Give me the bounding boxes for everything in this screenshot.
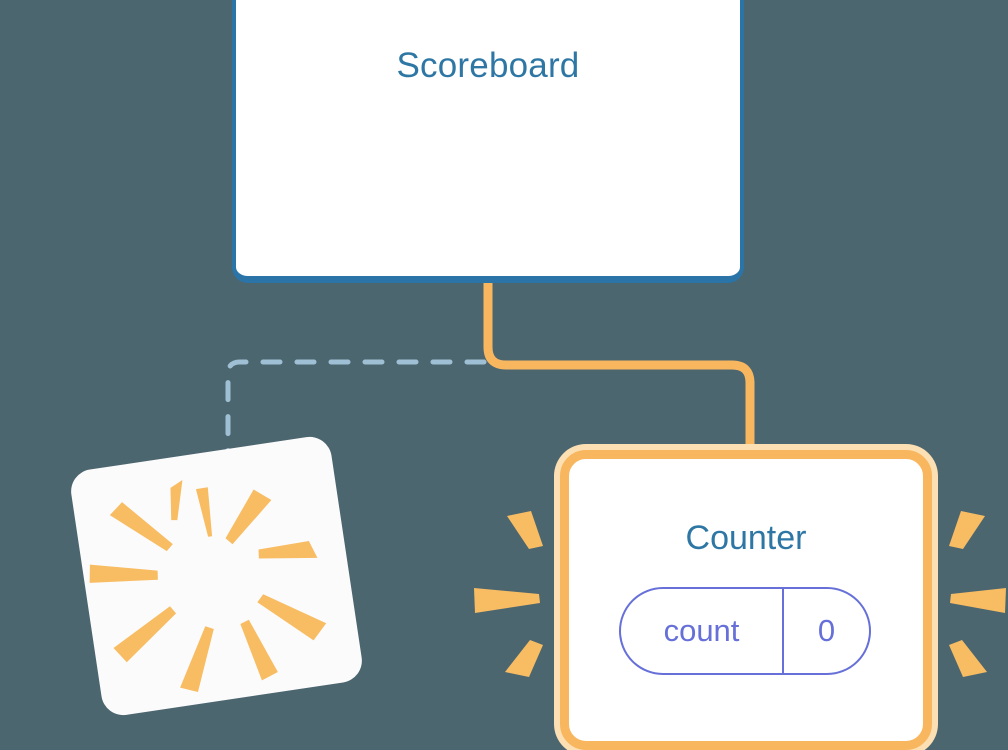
ghost-card[interactable] (68, 433, 365, 719)
counter-card[interactable]: Counter count 0 (560, 450, 932, 750)
counter-state-key: count (663, 613, 740, 648)
counter-pill-divider (782, 589, 784, 673)
counter-state-pill[interactable]: count 0 (619, 587, 871, 675)
connector-scoreboard-to-counter (483, 281, 755, 458)
counter-burst-left-icon (474, 511, 543, 677)
counter-state-value: 0 (817, 613, 836, 648)
connector-scoreboard-to-ghost (225, 359, 487, 469)
counter-title: Counter (685, 519, 807, 557)
ghost-card-burst-icon (89, 479, 327, 693)
scoreboard-card[interactable]: Scoreboard (232, 0, 744, 283)
scoreboard-title: Scoreboard (396, 46, 580, 85)
counter-burst-right-icon (949, 511, 1006, 677)
